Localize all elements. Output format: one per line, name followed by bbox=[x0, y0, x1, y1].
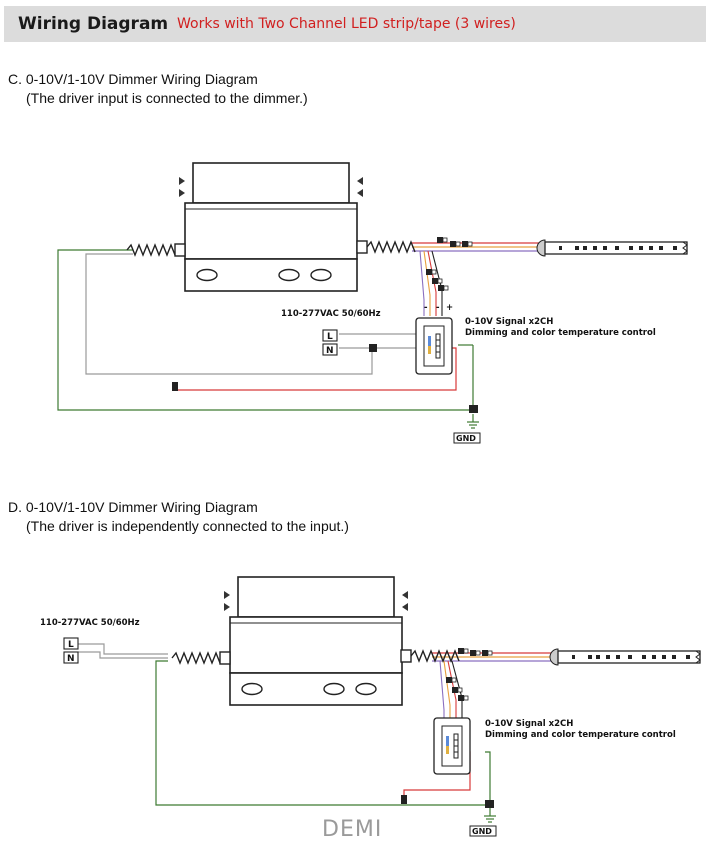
d-n-label: N bbox=[67, 654, 75, 664]
c-l-label: L bbox=[327, 332, 333, 342]
c-signal-label: 0-10V Signal x2CH bbox=[465, 317, 553, 327]
c-input-label: 110-277VAC 50/60Hz bbox=[281, 309, 381, 319]
d-signal-label: 0-10V Signal x2CH bbox=[485, 719, 573, 729]
c-n-label: N bbox=[326, 346, 334, 356]
watermark-logo: DEMI bbox=[322, 817, 383, 842]
section-c-note: (The driver input is connected to the di… bbox=[26, 90, 308, 106]
c-gnd-label: GND bbox=[456, 434, 476, 443]
d-l-label: L bbox=[68, 640, 74, 650]
section-d-title: D. 0-10V/1-10V Dimmer Wiring Diagram bbox=[8, 499, 258, 515]
diagram-c: L N GND 110-277VAC 50/60Hz 0-10V Signal … bbox=[57, 162, 688, 444]
d-gnd-label: GND bbox=[472, 827, 492, 836]
section-d-note: (The driver is independently connected t… bbox=[26, 518, 349, 534]
d-control-label: Dimming and color temperature control bbox=[485, 730, 676, 740]
c-minus-label-2: - bbox=[436, 303, 440, 313]
d-input-label: 110-277VAC 50/60Hz bbox=[40, 618, 140, 628]
c-plus-label: + bbox=[446, 303, 453, 313]
c-minus-label: - bbox=[424, 303, 428, 313]
header-subtitle: Works with Two Channel LED strip/tape (3… bbox=[177, 16, 516, 32]
header-bar: Wiring Diagram Works with Two Channel LE… bbox=[4, 6, 706, 42]
section-c-title: C. 0-10V/1-10V Dimmer Wiring Diagram bbox=[8, 71, 258, 87]
header-title: Wiring Diagram bbox=[18, 14, 169, 34]
c-control-label: Dimming and color temperature control bbox=[465, 328, 656, 338]
diagram-d: GND L N 110-277VAC 50/60Hz 0-10V Signal … bbox=[40, 576, 701, 837]
